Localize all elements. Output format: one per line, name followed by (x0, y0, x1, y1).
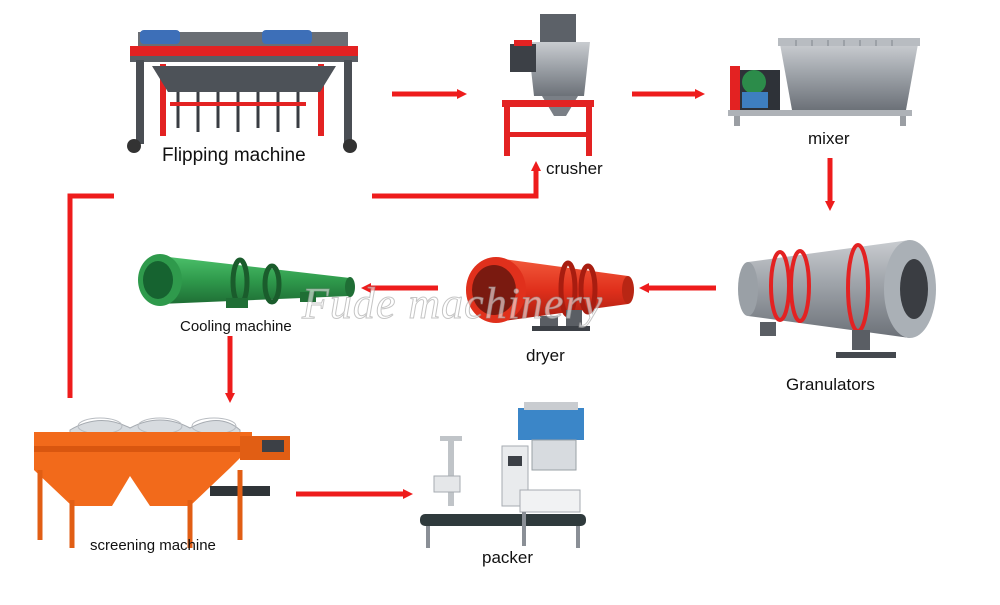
label-dryer: dryer (526, 346, 565, 365)
label-cooling-machine: Cooling machine (180, 318, 292, 335)
return-line-screening-to-crusher (67, 193, 114, 398)
return-arrow-to-crusher (372, 161, 541, 199)
granulator-icon (738, 240, 936, 358)
label-packer: packer (482, 548, 534, 567)
label-screening-machine: screening machine (90, 537, 216, 554)
packer-icon (420, 402, 586, 548)
label-granulators: Granulators (786, 375, 875, 394)
dryer-icon (466, 257, 634, 331)
label-crusher: crusher (546, 159, 603, 178)
mixer-icon (728, 38, 920, 126)
flipping-machine-icon (127, 30, 358, 153)
cooling-machine-icon (138, 254, 355, 308)
crusher-icon (502, 14, 594, 156)
watermark: Fude machinery (301, 279, 604, 329)
flow-arrows (67, 89, 835, 499)
label-flipping-machine: Flipping machine (162, 145, 306, 166)
label-mixer: mixer (808, 129, 850, 148)
screening-machine-icon (34, 417, 290, 548)
